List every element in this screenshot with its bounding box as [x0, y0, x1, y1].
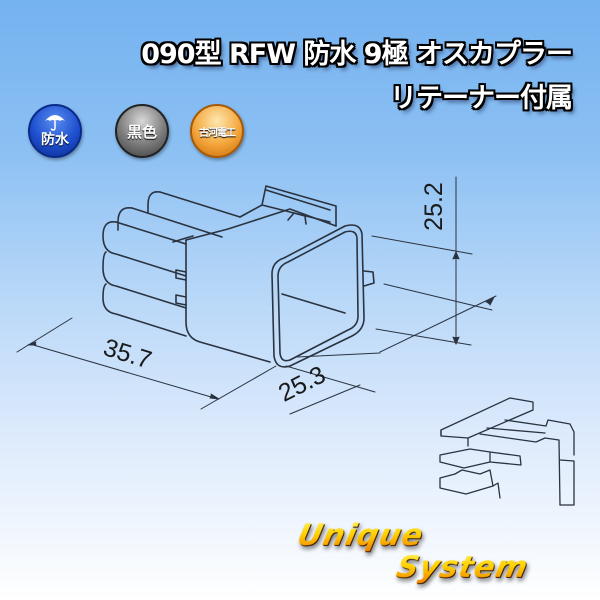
height-dimension-label: 25.2	[419, 182, 448, 231]
umbrella-icon	[45, 115, 65, 131]
dimension-lines	[16, 176, 497, 415]
brand-logo-line2: System	[393, 550, 532, 585]
product-title-line2: リテーナー付属	[390, 83, 573, 114]
color-black-badge: 黒色	[115, 104, 169, 158]
waterproof-badge: 防水	[28, 104, 82, 158]
terminal-cavities	[102, 190, 241, 337]
badge-label: 黒色	[126, 122, 157, 141]
manufacturer-badge: 古河電工	[190, 104, 244, 158]
brand-logo-line1: Unique	[294, 518, 427, 553]
badge-label: 古河電工	[199, 127, 236, 139]
badge-label: 防水	[41, 132, 69, 148]
product-title-line1: 090型 RFW 防水 9極 オスカプラー	[141, 39, 573, 70]
retainer-drawing	[439, 397, 575, 506]
connector-body	[172, 185, 375, 368]
